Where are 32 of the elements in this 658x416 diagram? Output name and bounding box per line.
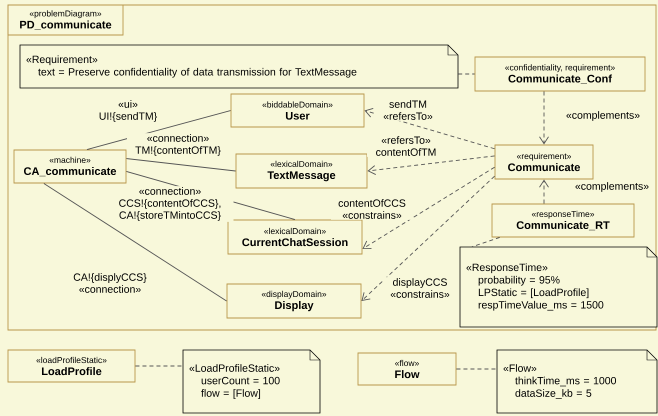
edge-label: «complements» [562,110,644,122]
dashed-arrow [539,91,549,145]
note: «ResponseTime» probability = 95% LPStatic = [LoadProfile] respTimeValue_ms = 1500 [460,246,658,328]
edge-label: contentOfCCS «constrains» [331,198,413,220]
note: «Requirement» text = Preserve confidentiality of data transmission for TextMessage [20,44,458,88]
stereotype-box: «confidentiality, requirement» Communicate_Conf [474,56,646,92]
edge-label: «ui» UI!{sendTM} [92,99,164,123]
edge-label: «connection» TM!{contentOfTM} [127,133,229,157]
dashed-arrow [361,176,495,301]
edge-label: sendTM «refersTo» [376,99,440,121]
stereotype-box: «responseTime» Communicate_RT [492,204,634,238]
dashed-line [456,368,498,370]
stereotype-box: «biddableDomain» User [230,94,364,128]
edge-label: «connection» CCS!{contentOfCCS}, CA!{storeTMintoCCS} [106,186,234,222]
edge-label: «complements» [571,181,653,193]
connection-line [126,158,236,172]
stereotype-box: «lexicalDomain» TextMessage [236,154,368,188]
edge-label: CA!{displyCCS} «connection» [66,272,154,294]
stereotype-box: «displayDomain» Display [226,284,362,318]
dashed-arrow [367,155,495,175]
edge-label: displayCCS «constrains» [384,277,456,299]
stereotype-box: «requirement» Communicate [494,144,594,180]
note: «LoadProfileStatic» userCount = 100 flow = [Flow] [182,350,320,414]
dashed-arrow [539,179,549,204]
stereotype-box: «machine» CA_communicate [14,150,126,184]
dashed-arrow [362,166,495,250]
connection-line [43,183,227,302]
stereotype-box: «loadProfileStatic» LoadProfile [8,350,136,382]
stereotype-box: «flow» Flow [358,352,456,386]
edge-label: «refersTo» contentOfTM [367,135,445,157]
dashed-line [471,237,500,248]
note: «Flow» thinkTime_ms = 1000 dataSize_kb = 5 [496,350,658,414]
